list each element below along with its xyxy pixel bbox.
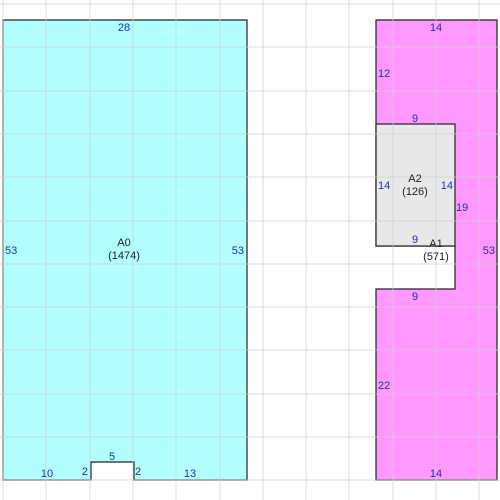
a1-top-dimension: 14 xyxy=(430,22,442,34)
a1-notch-bottom-dimension: 9 xyxy=(412,291,418,303)
a0-bottom-left-dimension: 10 xyxy=(41,468,53,480)
a2-left-dimension: 14 xyxy=(378,180,390,192)
room-a1-name: A1 xyxy=(429,238,442,250)
a2-bottom-dimension: 9 xyxy=(412,234,418,246)
a2-right-dimension: 14 xyxy=(441,180,453,192)
a2-top-dimension: 9 xyxy=(412,113,418,125)
room-a1-area: (571) xyxy=(423,251,449,263)
a0-right-dimension: 53 xyxy=(232,245,244,257)
a0-bottom-right-dimension: 13 xyxy=(184,468,196,480)
a1-left-lower-dimension: 22 xyxy=(378,380,390,392)
a1-right-dimension: 53 xyxy=(483,245,495,257)
room-a2-shape[interactable] xyxy=(375,123,456,247)
room-a2-name: A2 xyxy=(408,173,421,185)
a0-left-dimension: 53 xyxy=(5,245,17,257)
a0-notch-left-dimension: 2 xyxy=(82,466,88,478)
a0-notch-top-dimension: 5 xyxy=(109,451,115,463)
a0-notch-right-dimension: 2 xyxy=(135,466,141,478)
room-a2-area: (126) xyxy=(402,186,428,198)
a1-inner-right-dimension: 19 xyxy=(456,202,468,214)
room-a0-name: A0 xyxy=(117,237,130,249)
room-a0-area: (1474) xyxy=(108,250,140,262)
a0-top-dimension: 28 xyxy=(118,22,130,34)
a1-left-upper-dimension: 12 xyxy=(378,68,390,80)
a1-bottom-dimension: 14 xyxy=(430,468,442,480)
